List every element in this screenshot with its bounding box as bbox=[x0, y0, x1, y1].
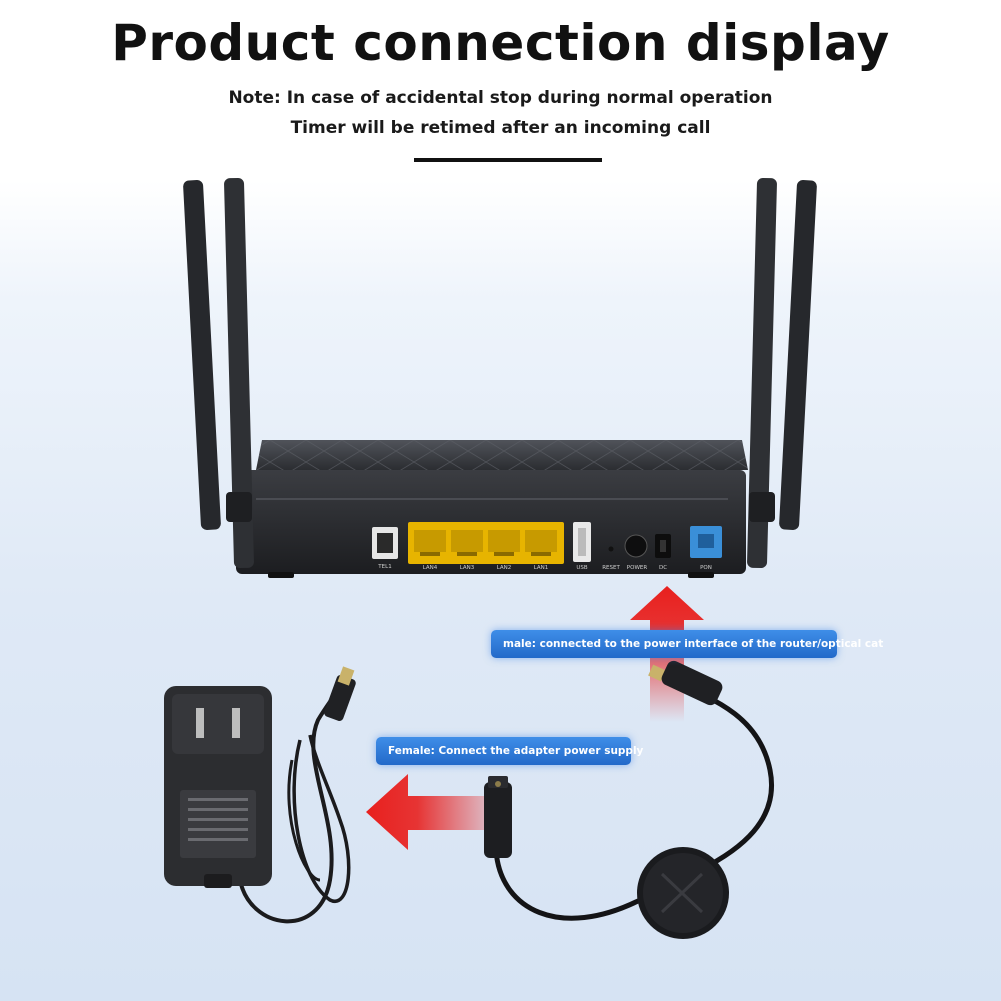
port-label-lan4: LAN4 bbox=[423, 565, 438, 571]
port-label-usb: USB bbox=[576, 565, 588, 571]
port-label-lan1: LAN1 bbox=[534, 565, 549, 571]
callout-male: male: connected to the power interface o… bbox=[491, 630, 883, 658]
note-line-1: Note: In case of accidental stop during … bbox=[228, 88, 773, 108]
callout-female: Female: Connect the adapter power supply bbox=[376, 737, 643, 765]
lan-ports bbox=[408, 522, 564, 564]
power-adapter bbox=[164, 686, 272, 888]
adapter-dc-plug bbox=[324, 666, 356, 721]
male-dc-plug bbox=[648, 660, 723, 706]
female-dc-plug bbox=[484, 776, 512, 858]
antenna-left-outer bbox=[183, 180, 221, 530]
port-label-lan3: LAN3 bbox=[460, 565, 475, 571]
antenna-left-inner bbox=[224, 177, 254, 569]
antenna-right-outer bbox=[779, 180, 817, 530]
page-title: Product connection display bbox=[111, 14, 890, 72]
note-line-2: Timer will be retimed after an incoming … bbox=[290, 118, 711, 138]
power-button-graphic bbox=[624, 534, 648, 558]
inline-switch bbox=[637, 847, 729, 939]
router: TEL1 LAN4 LAN3 LAN2 LAN1 USB RESET POWER… bbox=[236, 440, 748, 578]
port-label-dc: DC bbox=[659, 565, 667, 571]
port-label-reset: RESET bbox=[602, 565, 620, 571]
title-divider bbox=[414, 158, 602, 162]
port-label-tel1: TEL1 bbox=[377, 564, 391, 570]
port-label-lan2: LAN2 bbox=[497, 565, 512, 571]
port-label-power: POWER bbox=[627, 565, 648, 571]
switch-cable-lower bbox=[493, 849, 642, 921]
arrow-left-to-adapter bbox=[366, 774, 512, 850]
antenna-right-inner bbox=[747, 177, 777, 569]
reset-hole bbox=[608, 546, 614, 552]
port-label-pon: PON bbox=[700, 565, 712, 571]
